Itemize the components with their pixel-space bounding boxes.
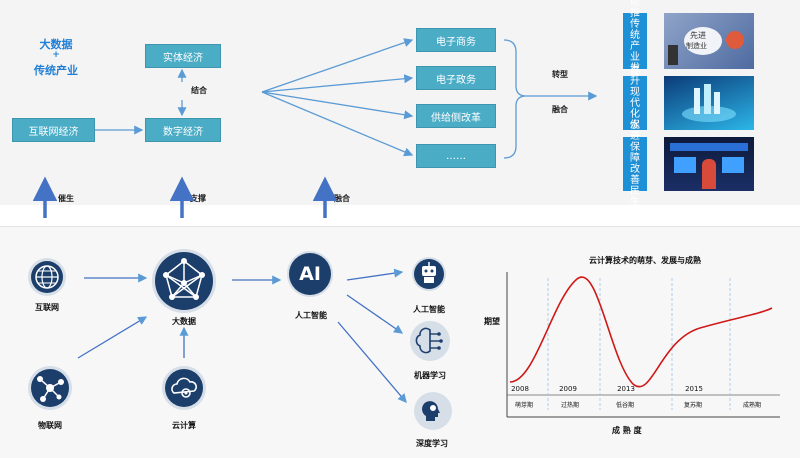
chart-hype-curve xyxy=(509,276,773,388)
box-entity-economy: 实体经济 xyxy=(145,44,221,68)
brain-circuit-icon xyxy=(410,321,450,361)
chart-year-label: 2015 xyxy=(685,385,703,393)
ai-icon-text: AI xyxy=(289,253,331,295)
bigdata-network-icon xyxy=(152,249,216,313)
node-label-ai-branch-1: 人工智能 xyxy=(413,305,445,314)
title-traditional-industry: 传统产业 xyxy=(34,64,78,77)
label-integrate: 融合 xyxy=(334,194,350,203)
box-internet-economy: 互联网经济 xyxy=(12,118,95,142)
label-combine: 结合 xyxy=(191,86,207,95)
photo-public-service xyxy=(664,137,754,191)
photo-text-manufacturing: 制造业 xyxy=(686,42,707,50)
label-fuse: 融合 xyxy=(552,105,568,114)
chart-year-label: 2008 xyxy=(511,385,529,393)
title-bigdata: 大数据 xyxy=(39,38,73,51)
label-support: 支撑 xyxy=(190,194,206,203)
box-digital-economy: 数字经济 xyxy=(145,118,221,142)
bottom-panel xyxy=(0,226,800,458)
title-plus: + xyxy=(52,50,60,60)
label-transform: 转型 xyxy=(552,70,568,79)
chart-phase-label: 成熟期 xyxy=(743,401,761,409)
photo-city xyxy=(664,76,754,130)
node-label-iot: 物联网 xyxy=(38,421,62,430)
node-label-ai-branch-3: 深度学习 xyxy=(416,439,448,448)
node-label-ai-branch-2: 机器学习 xyxy=(414,371,446,380)
cloud-gear-icon xyxy=(162,366,206,410)
iot-molecule-icon xyxy=(28,366,72,410)
node-label-bigdata: 大数据 xyxy=(172,317,196,326)
box-ecommerce: 电子商务 xyxy=(416,28,496,52)
chart-title: 云计算技术的萌芽、发展与成熟 xyxy=(589,256,701,265)
photo-manufacturing: 先进 制造业 xyxy=(664,13,754,69)
chart-phase-label: 低谷期 xyxy=(616,401,634,409)
chart-year-label: 2009 xyxy=(559,385,577,393)
node-label-ai: 人工智能 xyxy=(295,311,327,320)
node-label-cloud: 云计算 xyxy=(172,421,196,430)
chart-xlabel: 成 熟 度 xyxy=(612,426,642,435)
robot-icon xyxy=(412,257,446,291)
box-etc: …… xyxy=(416,144,496,168)
chart-ylabel: 期望 xyxy=(484,317,500,326)
box-supply-reform: 供给侧改革 xyxy=(416,104,496,128)
globe-icon xyxy=(28,258,66,296)
node-label-internet: 互联网 xyxy=(35,303,59,312)
chart-phase-label: 过热期 xyxy=(561,401,579,409)
chart-phase-label: 萌芽期 xyxy=(515,401,533,409)
head-gear-icon xyxy=(414,392,452,430)
photo-text-advanced: 先进 xyxy=(690,31,706,40)
box-egovernment: 电子政务 xyxy=(416,66,496,90)
label-promote: 催生 xyxy=(58,194,74,203)
chart-year-label: 2013 xyxy=(617,385,635,393)
ai-icon: AI xyxy=(287,251,333,297)
chart-phase-label: 复苏期 xyxy=(684,401,702,409)
